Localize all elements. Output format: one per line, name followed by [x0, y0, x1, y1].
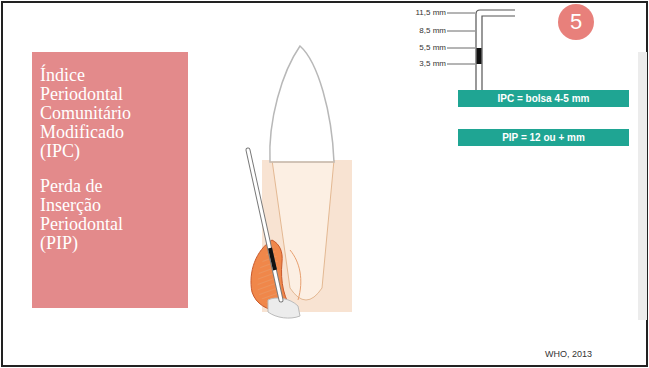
- slide-number: 5: [558, 4, 594, 40]
- dimension-label: 5,5 mm: [419, 43, 446, 53]
- title-panel: Índice Periodontal Comunitário Modificad…: [32, 52, 188, 308]
- definition-text: PIP = 12 ou + mm: [502, 132, 585, 143]
- callout-number: 5: [570, 10, 582, 34]
- dimension-label: 8,5 mm: [419, 26, 446, 36]
- periodontal-probe: [248, 150, 281, 300]
- tooth-drawing: [251, 46, 352, 318]
- definition-bar: IPC = bolsa 4-5 mm: [458, 90, 629, 107]
- side-strip: [638, 52, 647, 320]
- panel-heading: Perda de Inserção Periodontal (PIP): [40, 177, 152, 253]
- source-note: WHO, 2013: [545, 349, 592, 360]
- definition-bar: PIP = 12 ou + mm: [458, 129, 629, 146]
- dimension-label: 3,5 mm: [419, 59, 446, 69]
- probe-scale: [447, 10, 515, 99]
- definition-text: IPC = bolsa 4-5 mm: [498, 93, 590, 104]
- panel-heading: Índice Periodontal Comunitário Modificad…: [40, 66, 152, 161]
- dimension-label: 11,5 mm: [415, 8, 446, 18]
